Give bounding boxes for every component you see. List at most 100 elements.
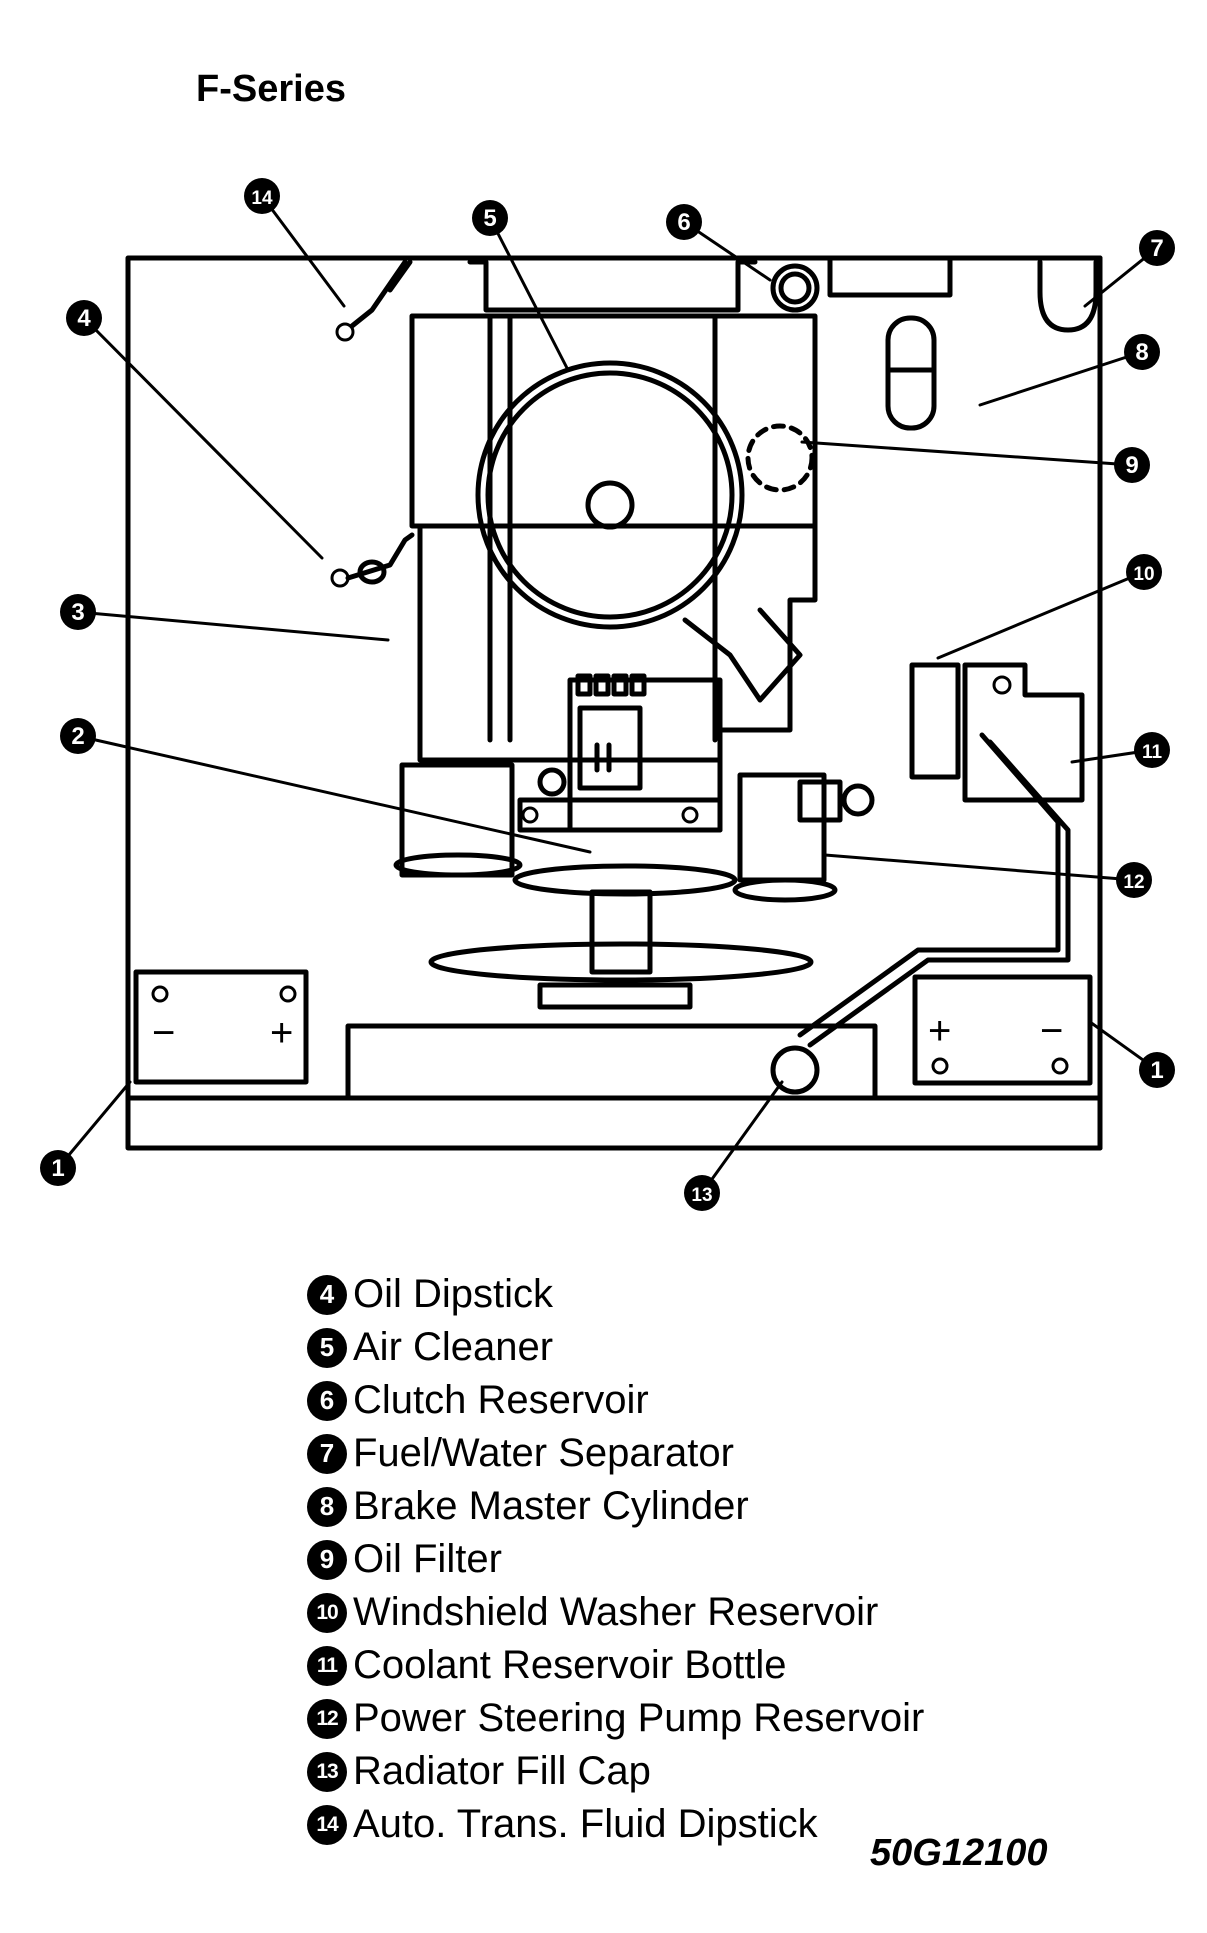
brake-master-cylinder: [827, 257, 953, 431]
legend-label: Auto. Trans. Fluid Dipstick: [353, 1802, 818, 1846]
callout-leader-14: [260, 194, 346, 308]
fuel-water-separator: [1037, 259, 1099, 333]
callout-leader-12: [823, 853, 1136, 882]
battery-right: + −: [912, 974, 1093, 1086]
legend-number-badge: 6: [307, 1380, 347, 1421]
legend-number-badge: 13: [307, 1751, 347, 1792]
legend-label: Brake Master Cylinder: [353, 1484, 749, 1528]
legend-label: Power Steering Pump Reservoir: [353, 1696, 925, 1740]
legend-number-badge: 9: [307, 1539, 347, 1580]
callout-number-8: 8: [1135, 339, 1148, 366]
power-steering-pump: [737, 772, 875, 883]
callout-badge-12: [1116, 862, 1152, 898]
callout-leader-9: [800, 440, 1134, 467]
callout-number-1: 1: [51, 1155, 64, 1182]
callout-number-13: 13: [691, 1185, 712, 1206]
callout-badge-5: [472, 200, 508, 236]
battery-left-minus: −: [152, 1011, 175, 1055]
clutch-reservoir: [770, 263, 820, 313]
callout-badge-9: [1114, 447, 1150, 483]
battery-right-minus: −: [1040, 1009, 1063, 1053]
windshield-washer-reservoir: [909, 662, 961, 780]
engine-block: [399, 259, 818, 878]
callout-number-1: 1: [1150, 1057, 1163, 1084]
legend-label: Windshield Washer Reservoir: [353, 1590, 879, 1634]
battery-left-plus: +: [270, 1011, 293, 1055]
callout-leader-2: [76, 734, 592, 854]
legend-number-badge: 7: [307, 1433, 347, 1474]
legend-label: Fuel/Water Separator: [353, 1431, 734, 1475]
callout-leader-10: [936, 570, 1146, 660]
callout-badge-4: [66, 300, 102, 336]
callout-leader-3: [76, 610, 390, 642]
callout-number-10: 10: [1133, 564, 1154, 585]
callout-leader-5: [488, 216, 570, 372]
compartment-frame: [125, 255, 1103, 1151]
callout-number-12: 12: [1123, 872, 1144, 893]
callout-number-14: 14: [251, 188, 273, 209]
upper-hose: [387, 259, 413, 293]
diagram-title: F-Series: [196, 68, 346, 110]
callout-leader-1: [56, 1080, 132, 1170]
legend-number-badge: 8: [307, 1486, 347, 1527]
callout-number-3: 3: [71, 599, 84, 626]
radiator: [345, 1023, 878, 1101]
callout-number-2: 2: [71, 723, 84, 750]
callout-number-9: 9: [1125, 452, 1138, 479]
trans-dipstick: [335, 259, 408, 342]
callout-badge-6: [666, 204, 702, 240]
callout-badge-1: [1139, 1052, 1175, 1088]
callout-leader-4: [82, 316, 324, 560]
legend-label: Radiator Fill Cap: [353, 1749, 651, 1793]
legend-number-badge: 12: [307, 1698, 347, 1739]
callout-badge-10: [1126, 554, 1162, 590]
callout-leader-8: [978, 350, 1144, 407]
callout-badge-3: [60, 594, 96, 630]
legend-label: Oil Dipstick: [353, 1272, 554, 1316]
legend-number-badge: 4: [307, 1274, 347, 1315]
oil-dipstick: [330, 532, 415, 588]
coolant-reservoir-bottle: [797, 662, 1085, 1048]
callout-number-11: 11: [1142, 742, 1163, 763]
callout-badge-14: [244, 178, 280, 214]
callout-badge-2: [60, 718, 96, 754]
oil-filter: [745, 423, 815, 493]
callout-badge-7: [1139, 230, 1175, 266]
legend-number-badge: 5: [307, 1327, 347, 1368]
callout-number-5: 5: [483, 205, 496, 232]
callout-number-4: 4: [77, 305, 91, 332]
air-cleaner: [475, 360, 803, 703]
legend-label: Oil Filter: [353, 1537, 502, 1581]
legend-number-badge: 10: [307, 1592, 347, 1633]
legend-label: Clutch Reservoir: [353, 1378, 649, 1422]
callout-badge-8: [1124, 334, 1160, 370]
callout-badge-13: [684, 1175, 720, 1211]
legend-label: Air Cleaner: [353, 1325, 554, 1369]
callout-badge-1: [40, 1150, 76, 1186]
legend-number-badge: 11: [307, 1645, 347, 1686]
legend-number-badge: 14: [307, 1804, 347, 1845]
callout-badge-11: [1134, 732, 1170, 768]
callout-number-6: 6: [677, 209, 690, 236]
callout-number-7: 7: [1150, 235, 1163, 262]
fan-pulley: [393, 852, 838, 1010]
legend-label: Coolant Reservoir Bottle: [353, 1643, 787, 1687]
battery-left: − +: [133, 969, 309, 1085]
figure-code: 50G12100: [870, 1832, 1048, 1874]
callout-leader-13: [700, 1080, 784, 1195]
battery-right-plus: +: [928, 1009, 951, 1053]
